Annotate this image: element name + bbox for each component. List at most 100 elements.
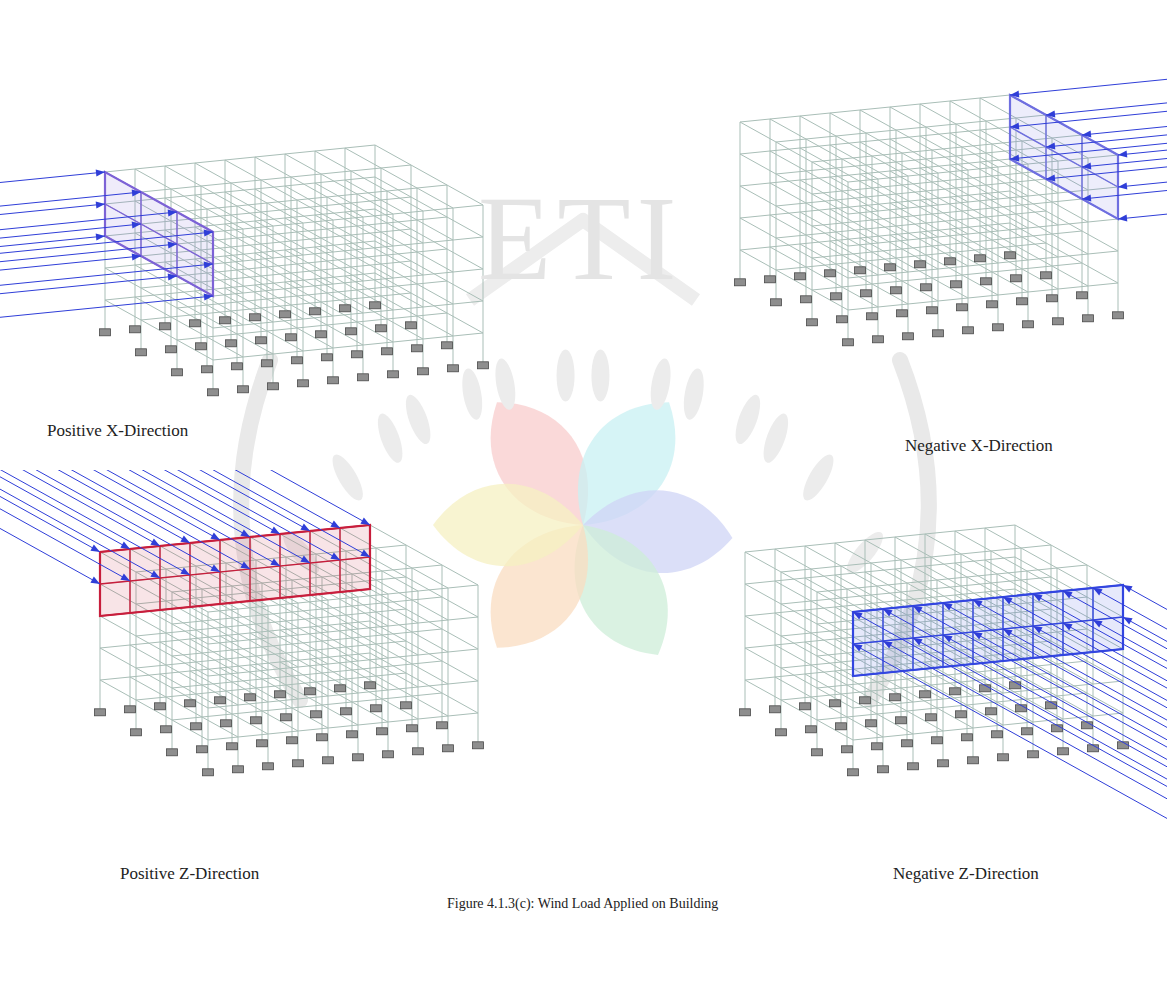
laurel-leaf [647,357,674,411]
column-line [255,157,256,314]
support-symbol [256,337,267,344]
beam-line [370,653,478,713]
beam-line [830,209,938,269]
column-line [357,194,358,351]
logo-petal [433,484,583,567]
building-frame [740,525,1167,858]
column-line [878,179,879,336]
beam-line [745,584,853,644]
support-symbol [305,688,316,695]
column-line [943,603,944,760]
support-symbol [323,757,334,764]
support-symbol [830,700,841,707]
beam-line [250,665,358,725]
beam-line [255,157,363,217]
wind-arrowhead [1082,163,1091,170]
wind-load-line [0,470,190,575]
wind-load-line [0,244,177,324]
wind-arrowhead [1123,617,1133,624]
support-symbol [233,766,244,773]
loaded-face [853,585,1123,676]
support-symbol [220,317,231,324]
wind-arrowhead [132,189,141,196]
column-line [883,609,884,766]
wind-arrowhead [883,609,893,616]
wind-load-line [853,644,1167,858]
beam-line [800,116,908,176]
column-line [333,220,334,377]
beam-line [740,250,848,310]
beam-line [740,154,848,214]
support-symbol [353,754,364,761]
support-symbol [376,325,387,332]
beam-line [250,601,358,661]
support-symbol [263,763,274,770]
beam-line [830,177,938,237]
support-symbol [903,333,914,340]
support-symbol [215,697,226,704]
support-symbol [855,267,866,274]
wind-arrowhead [360,550,370,557]
beam-line [225,160,333,220]
support-symbol [383,751,394,758]
support-symbol [927,307,938,314]
beam-line [860,238,968,298]
column-line [447,185,448,342]
column-line [225,160,226,317]
column-line [811,569,812,726]
column-line [376,548,377,705]
loaded-member [1010,159,1118,219]
beam-line [805,674,913,734]
column-line [291,177,292,334]
wind-arrowhead [1010,91,1019,98]
wind-arrowhead [132,221,141,228]
beam-line [740,186,848,246]
column-line [315,151,316,308]
support-symbol [842,746,853,753]
support-symbol [341,708,352,715]
column-line [1046,115,1047,272]
beam-line [130,677,238,737]
direction-label: Positive X-Direction [47,421,188,441]
wind-arrowhead [270,559,280,566]
support-symbol [837,316,848,323]
column-line [172,592,173,749]
wind-load-line [0,172,105,252]
direction-label: Negative X-Direction [905,436,1053,456]
support-symbol [968,757,979,764]
support-symbol [915,261,926,268]
wind-load-line [1003,597,1167,858]
wind-load-line [1082,55,1167,135]
laurel-leaf [591,349,609,401]
beam-line [950,197,1058,257]
support-symbol [413,748,424,755]
support-symbol [370,302,381,309]
wind-load-line [973,600,1167,858]
wind-arrowhead [1003,629,1013,636]
column-line [872,156,873,313]
support-symbol [1113,312,1124,319]
support-symbol [878,766,889,773]
wind-arrowhead [913,638,923,645]
laurel-leaf [680,367,707,421]
beam-line [195,291,303,351]
column-line [932,150,933,307]
support-symbol [208,389,219,396]
support-symbol [1077,292,1088,299]
wind-arrowhead [180,568,190,575]
support-symbol [735,279,746,286]
column-line [745,552,746,709]
beam-line [340,592,448,652]
support-symbol [136,349,147,356]
beam-line [860,110,968,170]
wind-arrowhead [1123,585,1133,592]
support-symbol [848,769,859,776]
support-symbol [316,331,327,338]
column-line [770,119,771,276]
beam-line [340,624,448,684]
column-line [926,127,927,284]
support-symbol [987,301,998,308]
column-line [860,110,861,267]
support-symbol [993,324,1004,331]
beam-line [920,232,1028,292]
